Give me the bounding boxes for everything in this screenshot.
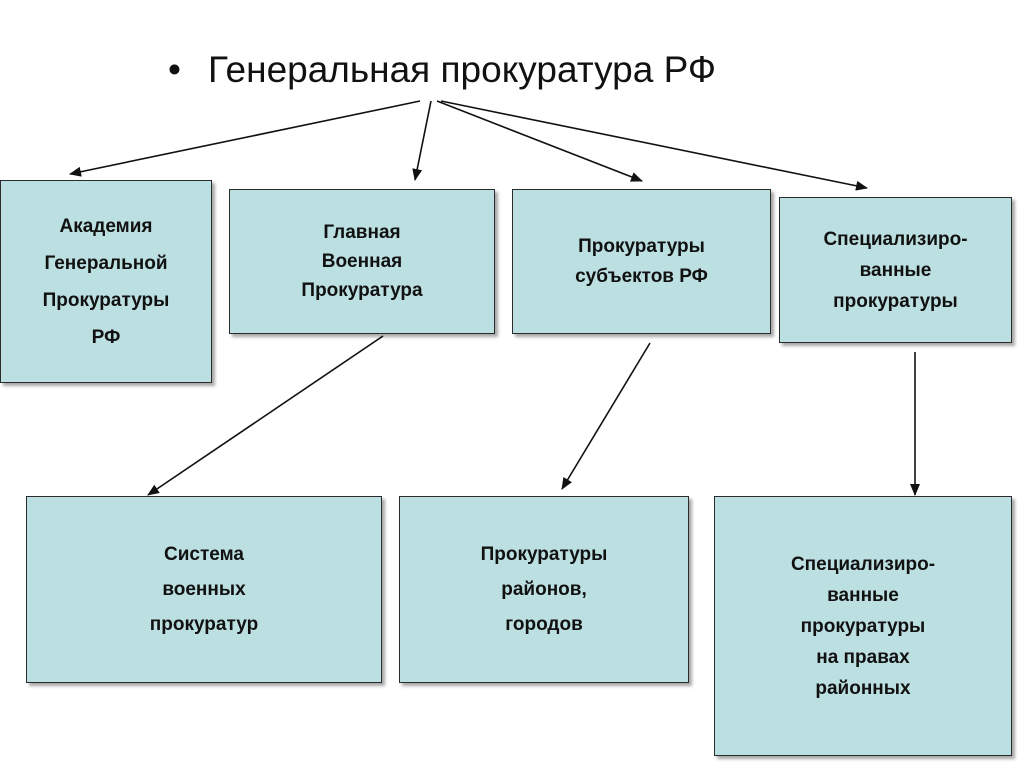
box-districts: Прокуратуры районов, городов — [399, 496, 689, 683]
arrow-military-main-to-system — [147, 335, 384, 496]
box-military-main: Главная Военная Прокуратура — [229, 189, 495, 334]
box-specialized: Специализиро- ванные прокуратуры — [779, 197, 1012, 343]
box-subjects: Прокуратуры субъектов РФ — [512, 189, 771, 334]
arrow-root-to-subjects — [436, 100, 643, 182]
page-title: • Генеральная прокуратура РФ — [168, 44, 868, 96]
box-academy: Академия Генеральной Прокуратуры РФ — [0, 180, 212, 383]
arrow-root-to-military-main — [412, 100, 432, 181]
title-text: Генеральная прокуратура РФ — [208, 49, 716, 90]
arrow-subjects-to-districts — [561, 342, 651, 490]
box-specialized-district: Специализиро- ванные прокуратуры на прав… — [714, 496, 1012, 756]
title-bullet: • — [168, 49, 181, 90]
arrow-root-to-specialized — [440, 100, 868, 191]
box-military-system: Система военных прокуратур — [26, 496, 382, 683]
arrow-root-to-academy — [69, 100, 421, 177]
